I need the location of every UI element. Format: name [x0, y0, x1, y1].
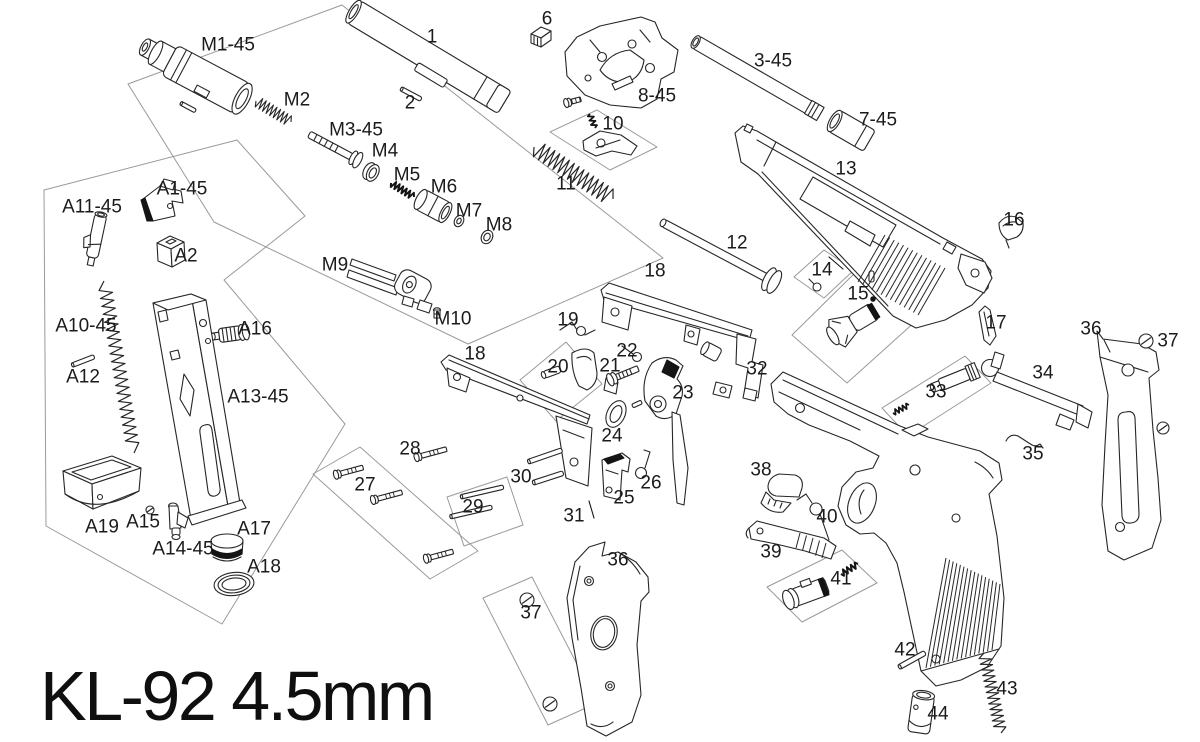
part-loading-assembly-m9 — [346, 258, 433, 314]
part-screw-21 — [603, 365, 640, 395]
part-hammer-23 — [643, 357, 689, 506]
part-pin-31 — [588, 500, 595, 519]
part-piston-cap-a17 — [210, 533, 244, 562]
part-slide-catch-39 — [745, 520, 837, 560]
part-blade-17 — [978, 305, 997, 346]
part-base-pad-a19 — [62, 455, 142, 510]
part-grip-left-36 — [566, 541, 650, 737]
part-compensator-m1-45 — [138, 38, 253, 115]
part-slide-stop-34 — [980, 351, 1093, 431]
part-trigger-bar-18-right — [600, 282, 753, 362]
part-follower-a1-45 — [140, 178, 184, 222]
part-chassis-8-45 — [564, 16, 679, 109]
part-catch-25 — [601, 452, 631, 501]
part-spring-wire-35 — [1005, 434, 1044, 449]
part-pellet-valve-a16 — [210, 323, 251, 343]
part-spring-wire-40 — [796, 493, 830, 541]
part-rear-sight-16 — [998, 215, 1024, 249]
part-valve-15 — [826, 270, 881, 348]
part-bracket-32 — [712, 333, 764, 402]
part-sight-block-6 — [530, 26, 552, 48]
part-washer-m4 — [362, 162, 380, 182]
part-magazine-a13-45 — [152, 293, 247, 526]
part-barrel-shroud-1 — [345, 0, 511, 113]
part-piston-screw-m3-45 — [307, 131, 364, 169]
part-spring-wire-19 — [559, 321, 596, 337]
part-safety-38 — [760, 473, 803, 513]
part-probe-a11-45 — [83, 211, 108, 267]
part-frame — [770, 371, 1005, 687]
part-valve-screw-33 — [929, 362, 981, 393]
part-washer-m7 — [453, 214, 465, 228]
part-guide-rod-12 — [659, 218, 783, 294]
part-oring-m8 — [480, 229, 494, 245]
part-seal-24 — [605, 400, 643, 428]
part-slide-13 — [734, 123, 993, 329]
part-inner-barrel-3-45 — [690, 35, 825, 122]
part-trigger-20 — [540, 348, 598, 391]
part-valve-stem-a14-45 — [167, 502, 189, 541]
generated-details — [70, 86, 1170, 734]
part-muzzle-cap-7-45 — [826, 109, 875, 151]
part-pin-set-14 — [808, 256, 844, 292]
page-title: KL-92 4.5mm — [40, 657, 435, 735]
part-sear-lever-10 — [582, 130, 638, 157]
part-ring-22 — [621, 345, 643, 363]
part-piston-cup-44 — [907, 689, 936, 735]
part-seal-ring-a18 — [213, 571, 255, 597]
part-block-a2 — [156, 235, 186, 268]
part-co2-valve-41 — [782, 577, 830, 610]
part-subframe-18-left — [440, 354, 593, 487]
part-spring-wire-26 — [634, 449, 651, 480]
part-screw-m10 — [432, 307, 442, 319]
part-grip-right-36 — [1096, 330, 1162, 561]
part-piston-m6 — [413, 188, 453, 224]
